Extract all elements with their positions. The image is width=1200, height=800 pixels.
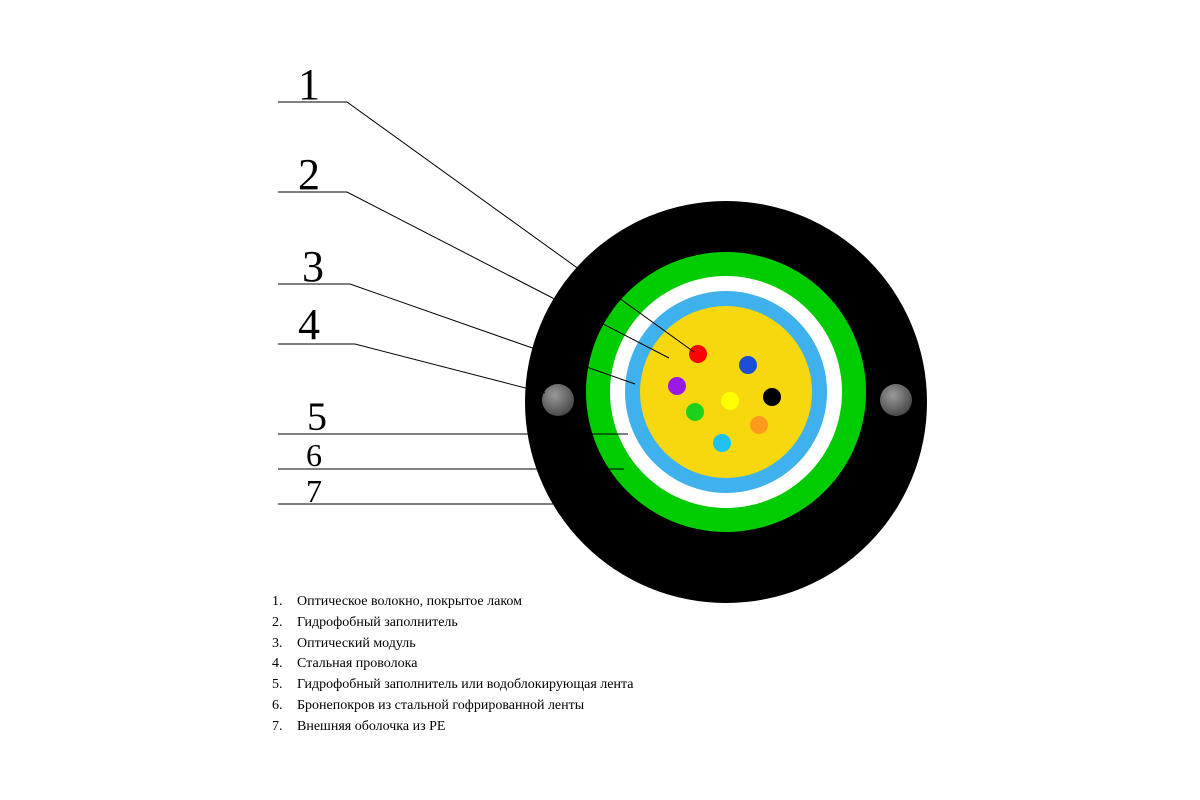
steel-wire-right bbox=[880, 384, 912, 416]
leader-line-4 bbox=[278, 343, 546, 394]
leader-line-1 bbox=[278, 101, 695, 353]
hydrophobic-gel-filler bbox=[640, 306, 812, 478]
fiber-purple bbox=[668, 377, 686, 395]
fiber-yellow bbox=[721, 392, 739, 410]
legend-item: 6. Бронепокров из стальной гофрированной … bbox=[272, 696, 633, 717]
legend-item: 7. Внешняя оболочка из PE bbox=[272, 717, 633, 738]
fiber-green bbox=[686, 403, 704, 421]
legend-item-number: 3. bbox=[272, 635, 283, 651]
legend-item-number: 4. bbox=[272, 656, 283, 672]
legend-item: 1. Оптическое волокно, покрытое лаком bbox=[272, 592, 633, 613]
callout-number-6: 6 bbox=[306, 437, 322, 473]
legend-list: 1. Оптическое волокно, покрытое лаком 2. Г… bbox=[272, 592, 633, 738]
legend-item-text: Оптическое волокно, покрытое лаком bbox=[297, 594, 523, 609]
legend-item: 5. Гидрофобный заполнитель или водоблокир… bbox=[272, 675, 633, 696]
fiber-red bbox=[689, 345, 707, 363]
fiber-black bbox=[763, 388, 781, 406]
leader-line-2 bbox=[278, 191, 670, 359]
callout-number-1: 1 bbox=[298, 60, 320, 109]
leader-line-3 bbox=[278, 283, 636, 385]
legend-item-number: 6. bbox=[272, 697, 283, 713]
legend-item-text: Бронепокров из стальной гофрированной ле… bbox=[297, 697, 585, 713]
legend-item-text: Внешняя оболочка из PE bbox=[297, 718, 446, 734]
fiber-blue bbox=[739, 356, 757, 374]
legend-item-number: 7. bbox=[272, 718, 283, 734]
callout-number-4: 4 bbox=[298, 300, 320, 349]
legend-item-text: Гидрофобный заполнитель bbox=[297, 614, 458, 630]
fiber-cyan bbox=[713, 434, 731, 452]
callout-number-7: 7 bbox=[306, 473, 322, 509]
legend-item: 4. Стальная проволока bbox=[272, 654, 633, 675]
steel-wire-left bbox=[542, 384, 574, 416]
legend-item: 2. Гидрофобный заполнитель bbox=[272, 613, 633, 634]
fiber-orange bbox=[750, 416, 768, 434]
legend-item-number: 1. bbox=[272, 594, 283, 609]
legend-item: 3. Оптический модуль bbox=[272, 634, 633, 655]
callout-number-2: 2 bbox=[298, 150, 320, 199]
legend-item-number: 2. bbox=[272, 614, 283, 630]
callout-number-5: 5 bbox=[307, 394, 327, 439]
legend-item-number: 5. bbox=[272, 677, 283, 693]
legend-item-text: Стальная проволока bbox=[297, 656, 418, 672]
legend-item-text: Оптический модуль bbox=[297, 635, 416, 651]
callout-number-3: 3 bbox=[302, 242, 324, 291]
legend-item-text: Гидрофобный заполнитель или водоблокирую… bbox=[297, 677, 634, 693]
